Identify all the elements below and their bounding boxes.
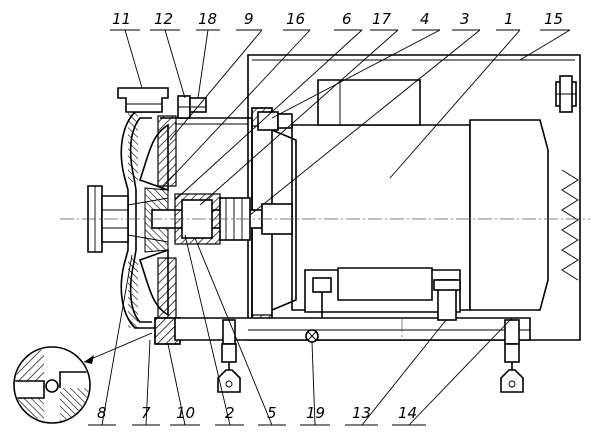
- callout-13: 13: [352, 404, 371, 422]
- callout-9: 9: [244, 10, 254, 28]
- callout-12: 12: [154, 10, 173, 28]
- callout-19: 19: [306, 404, 325, 422]
- seal-detail-view: [13, 332, 153, 424]
- bolt-12: [177, 95, 207, 119]
- adjustable-legs: [217, 319, 524, 393]
- protective-cover: [247, 54, 581, 341]
- leg-right: [500, 319, 524, 393]
- callout-14: 14: [398, 404, 417, 422]
- callout-4: 4: [420, 10, 430, 28]
- callout-18: 18: [198, 10, 217, 28]
- callout-17: 17: [372, 10, 392, 28]
- callout-2: 2: [225, 404, 235, 422]
- callout-6: 6: [342, 10, 352, 28]
- bolt-4: [257, 111, 293, 131]
- bolt-mid: [312, 277, 332, 318]
- callout-1: 1: [504, 10, 514, 28]
- ground-terminal-19: [305, 329, 319, 343]
- callout-11: 11: [112, 10, 131, 28]
- callout-15: 15: [544, 10, 563, 28]
- callout-16: 16: [286, 10, 305, 28]
- bolt-13: [433, 279, 461, 321]
- leg-left: [217, 319, 241, 393]
- bolts: [177, 95, 461, 343]
- callout-5: 5: [267, 404, 277, 422]
- base-frame: [174, 317, 531, 341]
- callout-3: 3: [460, 10, 470, 28]
- callout-10: 10: [176, 404, 195, 422]
- electric-motor: [291, 79, 549, 313]
- leader-lines: [88, 29, 571, 426]
- callout-7: 7: [141, 404, 151, 422]
- callout-labels: 11 12 18 9 16 6 17 4 3 1 15 8 7 10 2 5 1…: [97, 10, 563, 422]
- callout-8: 8: [97, 404, 107, 422]
